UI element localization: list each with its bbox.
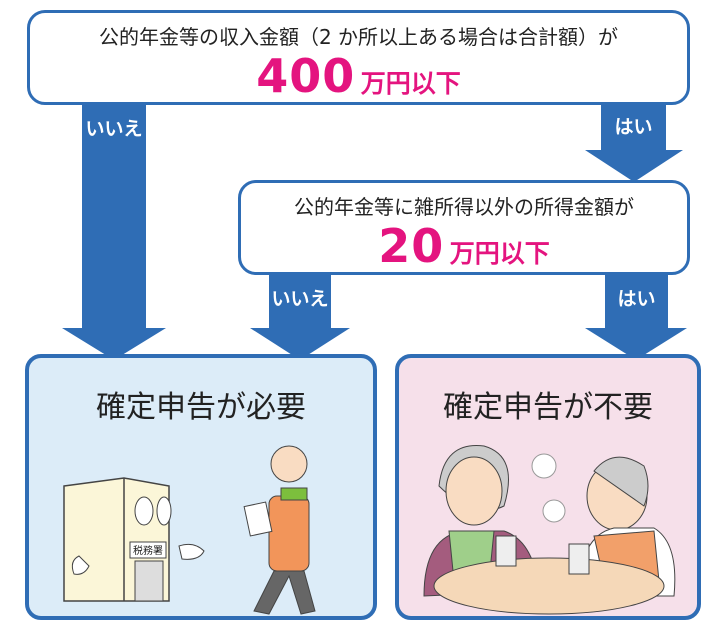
building-sign-text: 税務署 (133, 544, 163, 557)
arrow-q1-no (62, 90, 166, 360)
arrow-q2-no (250, 268, 350, 360)
arrow-q2-yes (585, 268, 687, 360)
result-required-title: 確定申告が必要 (96, 390, 306, 425)
question2-text: 公的年金等に雑所得以外の所得金額が (294, 195, 634, 219)
label-q1-yes: はい (614, 116, 653, 138)
question2-unit: 万円以下 (449, 239, 550, 268)
question2-amount: 20 (378, 219, 445, 273)
result-required: 確定申告が必要 税務署 (25, 354, 377, 620)
result-not-required: 確定申告が不要 (395, 354, 701, 620)
question1-amount: 400 (256, 49, 356, 103)
question2-threshold: 20 万円以下 (241, 219, 687, 273)
label-q2-yes: はい (617, 288, 656, 310)
arrow-q1-yes (585, 92, 683, 182)
question2-box: 公的年金等に雑所得以外の所得金額が 20 万円以下 (238, 180, 690, 275)
elderly-couple-illustration (423, 445, 676, 615)
tax-office-illustration: 税務署 (63, 445, 316, 615)
label-q2-no: いいえ (271, 288, 329, 310)
building-sign-plate (129, 541, 167, 559)
question1-threshold: 400 万円以下 (30, 49, 687, 103)
question1-unit: 万円以下 (360, 69, 461, 98)
label-q1-no: いいえ (85, 118, 143, 140)
question1-text: 公的年金等の収入金額（2 か所以上ある場合は合計額）が (98, 25, 619, 49)
result-not-required-title: 確定申告が不要 (443, 390, 653, 425)
question1-box: 公的年金等の収入金額（2 か所以上ある場合は合計額）が 400 万円以下 (27, 10, 690, 105)
